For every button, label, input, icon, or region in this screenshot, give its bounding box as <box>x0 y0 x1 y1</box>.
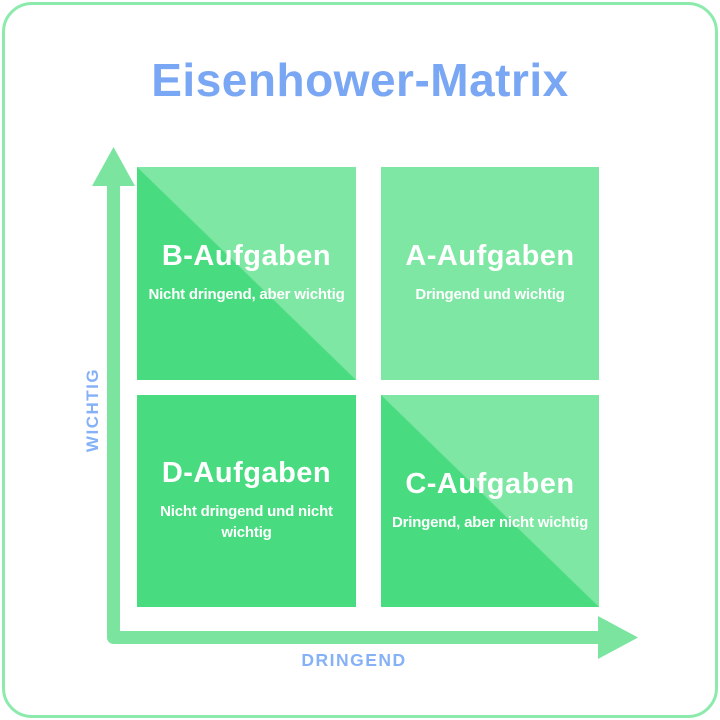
quadrant-d-title: D-Aufgaben <box>161 457 332 489</box>
page-title: Eisenhower-Matrix <box>151 54 569 106</box>
quadrant-c: C-Aufgaben Dringend, aber nicht wichtig <box>381 395 599 607</box>
x-axis-arrowhead-icon <box>598 616 638 659</box>
y-axis-label: WICHTIG <box>83 367 102 453</box>
quadrant-c-title: C-Aufgaben <box>405 467 575 500</box>
quadrant-c-subtitle: Dringend, aber nicht wichtig <box>391 513 589 531</box>
quadrant-a: A-Aufgaben Dringend und wichtig <box>381 167 599 380</box>
quadrant-d: D-Aufgaben Nicht dringend und nicht wich… <box>137 395 356 607</box>
quadrant-b-title: B-Aufgaben <box>161 240 332 272</box>
y-axis-arrowhead-icon <box>92 147 135 186</box>
quadrant-d-subtitle: Nicht dringend und nicht wichtig <box>160 503 333 541</box>
x-axis-label: DRINGEND <box>301 650 407 670</box>
quadrant-b: B-Aufgaben Nicht dringend, aber wichtig <box>137 167 356 380</box>
quadrant-b-subtitle: Nicht dringend, aber wichtig <box>148 286 345 303</box>
quadrant-a-subtitle: Dringend und wichtig <box>415 286 565 303</box>
quadrant-a-title: A-Aufgaben <box>405 240 575 272</box>
axis-lines <box>107 186 600 644</box>
